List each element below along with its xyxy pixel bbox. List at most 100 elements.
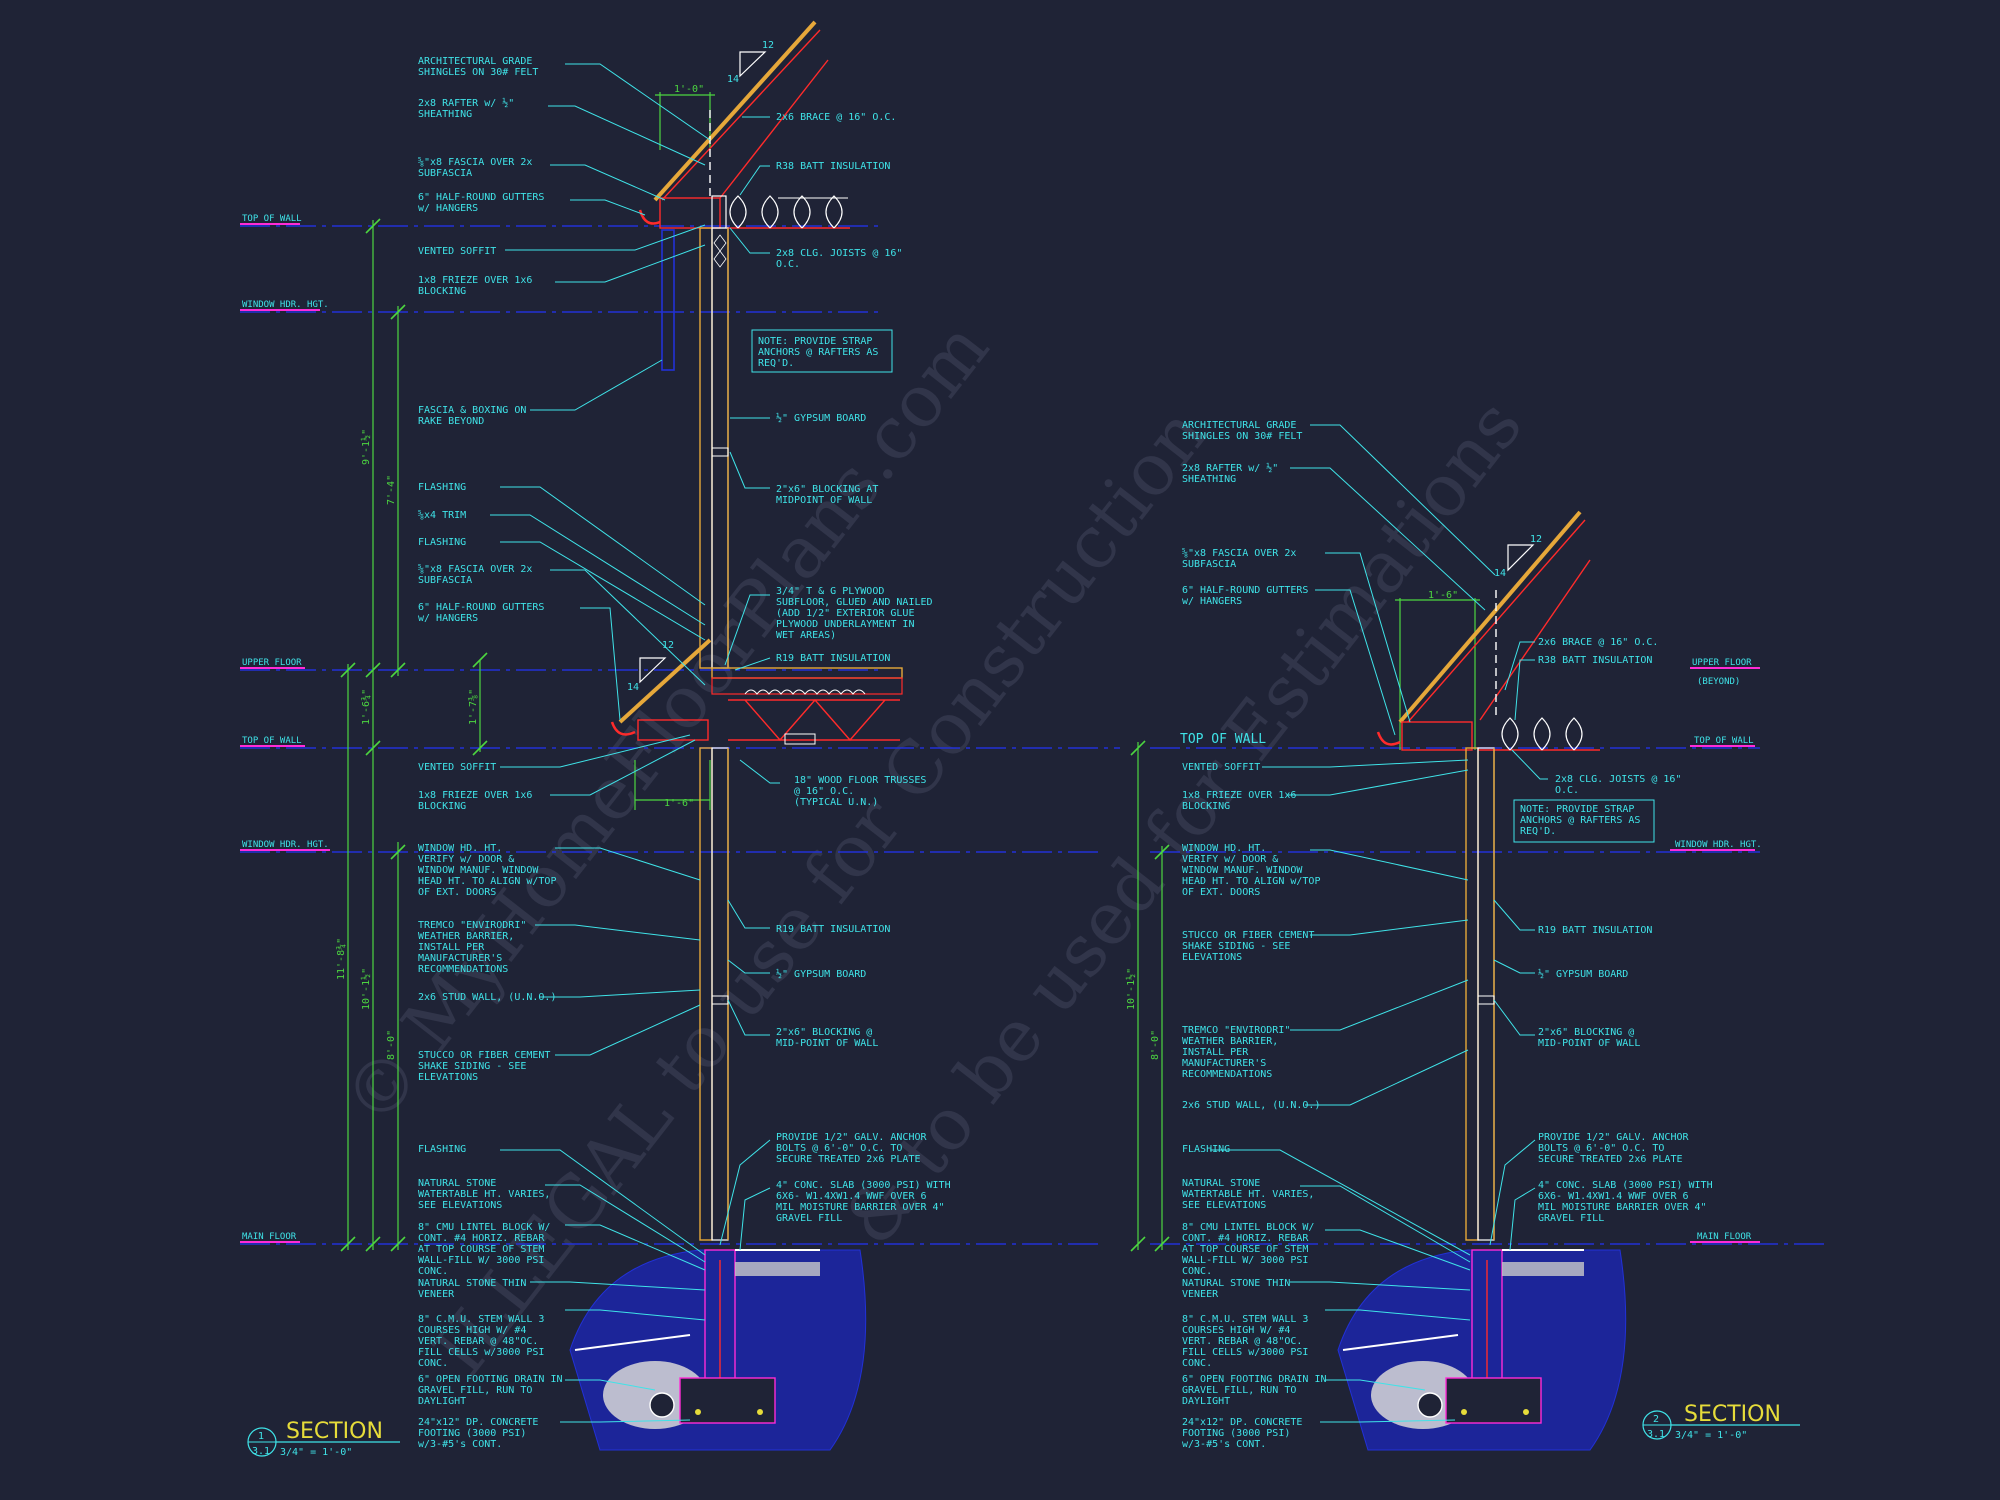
- section2-dimensions: [1130, 598, 1480, 1252]
- s2-note-r38: R38 BATT INSULATION: [1538, 655, 1652, 666]
- dim-7-4: 7'-4": [386, 475, 397, 505]
- pitch-rise-lower: 12: [662, 640, 674, 651]
- section1-leaders: [490, 63, 893, 1423]
- s1-note-r19-floor: R19 BATT INSULATION: [776, 653, 890, 664]
- s1-note-blocking-lower: 2"x6" BLOCKING @MID-POINT OF WALL: [776, 1027, 878, 1049]
- s2-level-window-hdr: WINDOW HDR. HGT.: [1675, 840, 1762, 850]
- level-window-hdr-upper: WINDOW HDR. HGT.: [242, 300, 329, 310]
- s1-note-brace: 2x6 BRACE @ 16" O.C.: [776, 112, 896, 123]
- s2-note-stud-wall: 2x6 STUD WALL, (U.N.O.): [1182, 1100, 1320, 1111]
- level-window-hdr-lower: WINDOW HDR. HGT.: [242, 840, 329, 850]
- section1-building: 12 14 12 14: [569, 20, 903, 1451]
- s2-note-clg-joists: 2x8 CLG. JOISTS @ 16"O.C.: [1555, 774, 1681, 796]
- s2-level-top-of-wall: TOP OF WALL: [1694, 736, 1754, 746]
- section1-right-notes: 2x6 BRACE @ 16" O.C. R38 BATT INSULATION…: [758, 112, 951, 1224]
- s2-level-upper-floor: UPPER FLOOR: [1692, 658, 1752, 668]
- s2-note-r19: R19 BATT INSULATION: [1538, 925, 1652, 936]
- s1-note-cmu-lintel: 8" CMU LINTEL BLOCK W/CONT. #4 HORIZ. RE…: [418, 1222, 550, 1277]
- dim-11-8: 11'-8¾": [335, 938, 347, 980]
- s1-note-tremco: TREMCO "ENVIRODRI"WEATHER BARRIER,INSTAL…: [418, 920, 526, 975]
- pitch-rise-1: 12: [762, 40, 774, 51]
- dim-overhang-upper: 1'-0": [674, 84, 704, 95]
- section2-leaders: [1210, 424, 1655, 1423]
- s2-dim-8-0: 8'-0": [1150, 1030, 1161, 1060]
- dim-1-7: 1'-7⅜": [467, 689, 479, 725]
- pitch-rise-2: 12: [1530, 534, 1542, 545]
- dim-overhang-lower: 1'-6": [664, 798, 694, 809]
- dim-10-1: 10'-1½": [360, 968, 372, 1010]
- section2-level-lines: UPPER FLOOR (BEYOND) TOP OF WALL WINDOW …: [1150, 658, 1830, 1245]
- s2-section-number: 2: [1653, 1414, 1659, 1425]
- s1-note-window-hd: WINDOW HD. HT.VERIFY w/ DOOR &WINDOW MAN…: [418, 843, 556, 898]
- s1-note-gypsum-upper: ½" GYPSUM BOARD: [776, 412, 866, 424]
- s2-dim-overhang: 1'-6": [1428, 590, 1458, 601]
- s1-note-flashing-3: FLASHING: [418, 1144, 466, 1155]
- section1-dimensions: [340, 92, 715, 1252]
- s2-note-gypsum: ½" GYPSUM BOARD: [1538, 968, 1628, 980]
- s1-note-r19-wall: R19 BATT INSULATION: [776, 924, 890, 935]
- s1-note-clg-joists: 2x8 CLG. JOISTS @ 16"O.C.: [776, 248, 902, 270]
- level-main-floor: MAIN FLOOR: [242, 1232, 297, 1242]
- s1-note-trusses: 18" WOOD FLOOR TRUSSES@ 16" O.C.(TYPICAL…: [794, 775, 926, 808]
- s2-note-flashing: FLASHING: [1182, 1144, 1230, 1155]
- s1-note-soffit: VENTED SOFFIT: [418, 246, 496, 257]
- s1-scale: 3/4" = 1'-0": [280, 1447, 352, 1458]
- s1-note-rafter: 2x8 RAFTER w/ ½"SHEATHING: [418, 97, 514, 120]
- level-top-of-wall-lower: TOP OF WALL: [242, 736, 302, 746]
- section2-title-block: 2 3.1 SECTION 3/4" = 1'-0": [1642, 1402, 1800, 1441]
- s1-note-gypsum-lower: ½" GYPSUM BOARD: [776, 968, 866, 980]
- pitch-run-1: 14: [727, 74, 739, 85]
- s2-top-of-wall-big: TOP OF WALL: [1180, 732, 1266, 747]
- s1-section-title: SECTION: [286, 1419, 383, 1444]
- pitch-run-lower: 14: [627, 682, 639, 693]
- s1-section-number: 1: [258, 1431, 264, 1442]
- dim-8-0: 8'-0": [386, 1030, 397, 1060]
- s2-section-title: SECTION: [1684, 1402, 1781, 1427]
- s1-note-soffit-lower: VENTED SOFFIT: [418, 762, 496, 773]
- section1-title-block: 1 3.1 SECTION 3/4" = 1'-0": [247, 1419, 400, 1458]
- level-top-of-wall-upper: TOP OF WALL: [242, 214, 302, 224]
- pitch-run-2: 14: [1494, 568, 1506, 579]
- s1-note-stud-wall: 2x6 STUD WALL, (U.N.O.): [418, 992, 556, 1003]
- s2-note-rafter: 2x8 RAFTER w/ ½"SHEATHING: [1182, 462, 1278, 485]
- dim-1-6: 1'-6¾": [360, 689, 372, 725]
- s1-note-r38: R38 BATT INSULATION: [776, 161, 890, 172]
- s2-level-main-floor: MAIN FLOOR: [1697, 1232, 1752, 1242]
- s1-sheet-number: 3.1: [252, 1446, 270, 1457]
- s1-note-flashing-1: FLASHING: [418, 482, 466, 493]
- section1-level-lines: TOP OF WALL WINDOW HDR. HGT. UPPER FLOOR…: [240, 214, 1120, 1245]
- section2-building: 12 14: [1337, 510, 1627, 1451]
- dim-9-1: 9'-1½": [360, 429, 372, 465]
